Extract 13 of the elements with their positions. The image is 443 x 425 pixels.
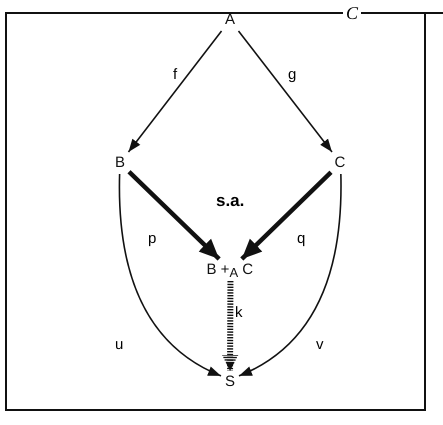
annotation-label: s.a. (216, 191, 244, 211)
arrow (127, 170, 221, 261)
node-label: B +$_{A}$ C (204, 261, 256, 279)
arrow (238, 174, 342, 377)
node-label: S (223, 373, 238, 391)
node-label: C (332, 154, 348, 172)
arrow (118, 174, 222, 377)
node-label: A (223, 11, 238, 29)
arrow (240, 170, 333, 261)
arrow (238, 30, 333, 152)
hatched-arrow (221, 280, 239, 372)
node-label: B (113, 154, 128, 172)
arrow (128, 30, 222, 152)
